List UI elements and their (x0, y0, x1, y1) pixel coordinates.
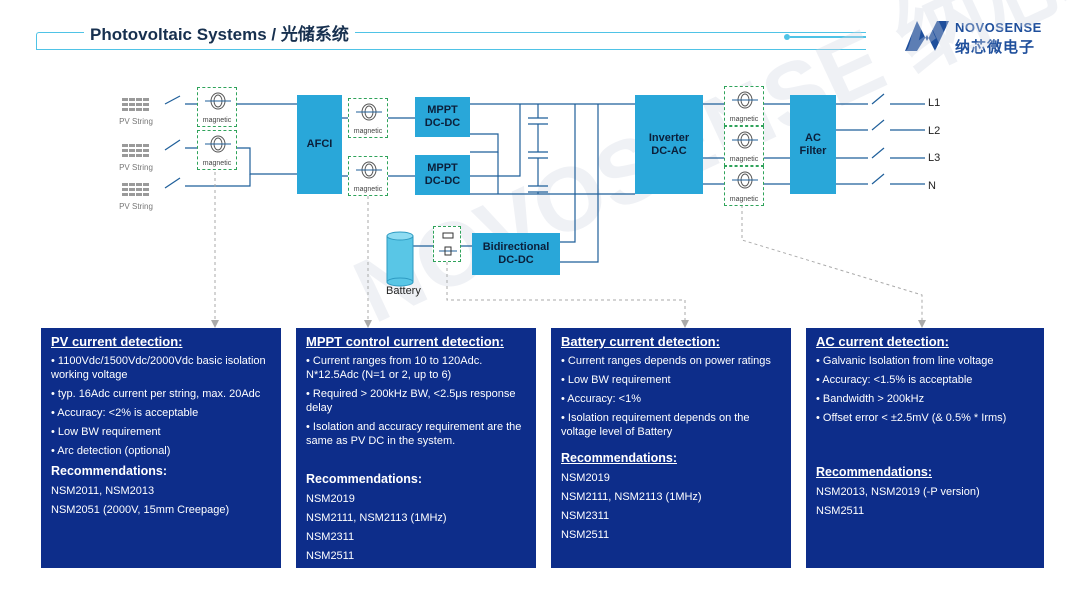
solar-panel-icon (122, 183, 149, 196)
pv-detection-box: PV current detection: • 1100Vdc/1500Vdc/… (41, 328, 281, 568)
recommendation: NSM2019 (561, 472, 610, 484)
magnetic-coil-icon (356, 161, 382, 179)
title-dot (784, 34, 790, 40)
mppt-sensor-2: magnetic (348, 156, 388, 196)
battery-detection-box: Battery current detection: • Current ran… (551, 328, 791, 568)
recommendation: NSM2111, NSM2113 (1MHz) (561, 491, 702, 503)
recommendation: NSM2311 (561, 510, 610, 522)
ac-sensor-1: magnetic (724, 86, 764, 126)
battery-sensor (433, 226, 461, 262)
recommendation: NSM2011, NSM2013 (51, 485, 155, 497)
bullet: • Accuracy: <2% is acceptable (51, 407, 199, 419)
box-title: Battery current detection: (561, 334, 720, 349)
box-title: PV current detection: (51, 334, 183, 349)
pv-string-label: PV String (119, 163, 153, 172)
output-n: N (928, 180, 936, 192)
sensor-label: magnetic (729, 196, 759, 203)
output-l1: L1 (928, 97, 941, 109)
bullet: • Accuracy: <1.5% is acceptable (816, 374, 973, 386)
bullet: • Offset error < ±2.5mV (& 0.5% * Irms) (816, 412, 1007, 424)
recommendations-title: Recommendations: (51, 464, 167, 478)
pv-sensor-1: magnetic (197, 87, 237, 127)
bullet: • Bandwidth > 200kHz (816, 393, 925, 405)
recommendations-title: Recommendations: (306, 472, 422, 486)
output-l2: L2 (928, 125, 941, 137)
logo-text-cn: 纳芯微电子 (955, 39, 1036, 56)
logo: NOVOSENSE 纳芯微电子 (903, 17, 1068, 56)
mppt-block-2: MPPT DC-DC (415, 155, 470, 195)
recommendation: NSM2511 (816, 505, 865, 517)
mppt-detection-box: MPPT control current detection: • Curren… (296, 328, 536, 568)
inverter-block: Inverter DC-AC (635, 95, 703, 194)
ac-sensor-3: magnetic (724, 166, 764, 206)
bullet: • Low BW requirement (51, 426, 161, 438)
ac-detection-box: AC current detection: • Galvanic Isolati… (806, 328, 1044, 568)
solar-panel-icon (122, 98, 149, 111)
battery-icon (386, 231, 414, 287)
bullet-list: • Galvanic Isolation from line voltage •… (816, 354, 1034, 425)
mppt-sensor-1: magnetic (348, 98, 388, 138)
bullet: • Arc detection (optional) (51, 445, 171, 457)
sensor-label: magnetic (353, 128, 383, 135)
pv-string-1: PV String (114, 98, 158, 126)
recommendation: NSM2311 (306, 531, 355, 543)
sensor-label: magnetic (729, 116, 759, 123)
pv-string-label: PV String (119, 117, 153, 126)
mppt-block-1: MPPT DC-DC (415, 97, 470, 137)
recommendations-title: Recommendations: (816, 465, 932, 479)
bullet: • 1100Vdc/1500Vdc/2000Vdc basic isolatio… (51, 355, 266, 381)
novosense-logo-icon (905, 21, 949, 51)
bullet-list: • Current ranges from 10 to 120Adc. N*12… (306, 354, 526, 448)
recommendation: NSM2511 (306, 550, 355, 562)
magnetic-coil-icon (205, 135, 231, 153)
bullet: • Current ranges from 10 to 120Adc. N*12… (306, 355, 483, 381)
solar-panel-icon (122, 144, 149, 157)
recommendation: NSM2111, NSM2113 (1MHz) (306, 512, 447, 524)
magnetic-coil-icon (356, 103, 382, 121)
system-diagram: PV String PV String PV String magnetic m… (114, 86, 941, 328)
magnetic-coil-icon (205, 92, 231, 110)
sensor-label: magnetic (202, 160, 232, 167)
bullet-list: • Current ranges depends on power rating… (561, 354, 781, 439)
pv-string-2: PV String (114, 144, 158, 172)
shunt-icon (439, 232, 457, 256)
page-title: Photovoltaic Systems / 光储系统 (84, 20, 355, 45)
bullet: • typ. 16Adc current per string, max. 20… (51, 388, 261, 400)
bullet: • Low BW requirement (561, 374, 671, 386)
pv-string-3: PV String (114, 183, 158, 211)
magnetic-coil-icon (732, 91, 758, 109)
battery-label: Battery (386, 285, 421, 297)
recommendation: NSM2051 (2000V, 15mm Creepage) (51, 504, 230, 516)
box-title: AC current detection: (816, 334, 949, 349)
sensor-label: magnetic (202, 117, 232, 124)
logo-text-en: NOVOSENSE (955, 20, 1042, 35)
bullet: • Required > 200kHz BW, <2.5μs response … (306, 388, 516, 414)
magnetic-coil-icon (732, 171, 758, 189)
output-l3: L3 (928, 152, 941, 164)
sensor-label: magnetic (729, 156, 759, 163)
ac-filter-block: AC Filter (790, 95, 836, 194)
bullet: • Current ranges depends on power rating… (561, 355, 771, 367)
bullet: • Isolation requirement depends on the v… (561, 412, 750, 438)
recommendation: NSM2511 (561, 529, 610, 541)
bullet-list: • 1100Vdc/1500Vdc/2000Vdc basic isolatio… (51, 354, 271, 458)
title-underline (790, 36, 866, 38)
ac-sensor-2: magnetic (724, 126, 764, 166)
box-title: MPPT control current detection: (306, 334, 504, 349)
afci-block: AFCI (297, 95, 342, 194)
recommendations-title: Recommendations: (561, 451, 677, 465)
bidirectional-block: Bidirectional DC-DC (472, 233, 560, 275)
magnetic-coil-icon (732, 131, 758, 149)
pv-string-label: PV String (119, 202, 153, 211)
bullet: • Isolation and accuracy requirement are… (306, 421, 522, 447)
sensor-label: magnetic (353, 186, 383, 193)
recommendation: NSM2019 (306, 493, 355, 505)
recommendation: NSM2013, NSM2019 (-P version) (816, 486, 980, 498)
diagram-wires (164, 93, 926, 328)
title-frame (36, 32, 866, 50)
bullet: • Accuracy: <1% (561, 393, 641, 405)
bullet: • Galvanic Isolation from line voltage (816, 355, 994, 367)
pv-sensor-2: magnetic (197, 130, 237, 170)
